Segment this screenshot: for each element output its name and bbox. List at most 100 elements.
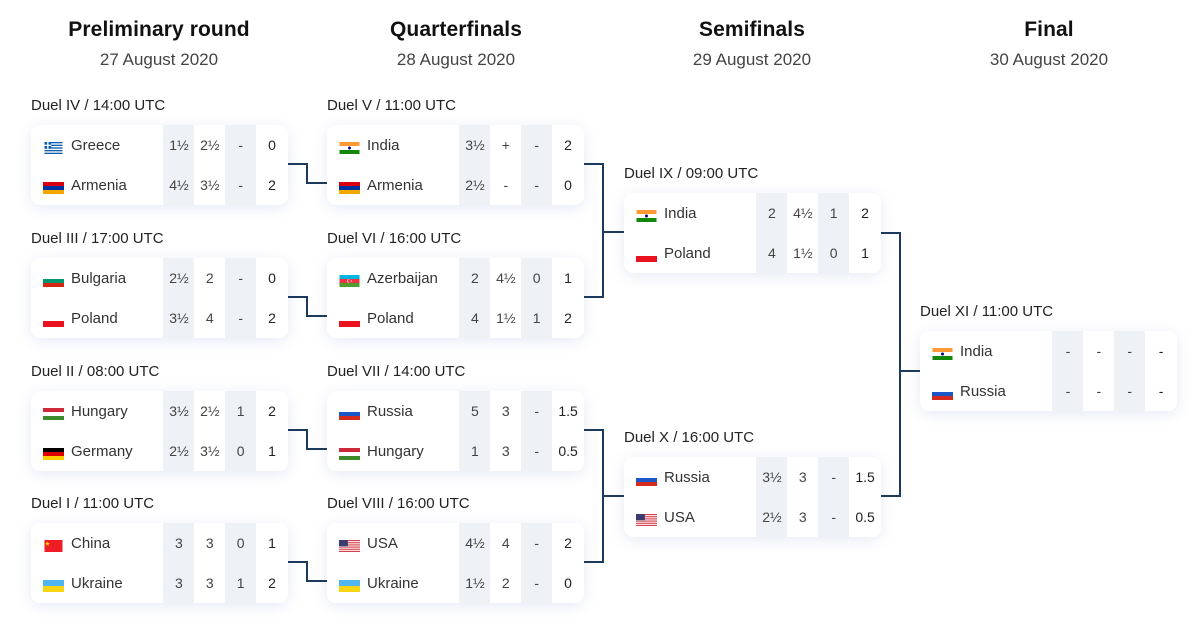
poland-flag-icon xyxy=(636,247,657,262)
score-cell: 3 xyxy=(798,469,807,485)
team-name: Azerbaijan xyxy=(367,269,438,287)
team-row[interactable]: Poland xyxy=(31,298,163,338)
team-row[interactable]: Germany xyxy=(31,431,163,471)
team-name: Armenia xyxy=(367,176,423,194)
score-cell: 2½ xyxy=(200,403,220,419)
score-cell: 4 xyxy=(501,535,510,551)
usa-flag-icon xyxy=(636,511,657,526)
game-score-column: -- xyxy=(1083,331,1115,411)
round-date: 30 August 2020 xyxy=(989,50,1109,69)
duel-label: Duel IX / 09:00 UTC xyxy=(624,165,759,182)
team-row[interactable]: Ukraine xyxy=(31,563,163,603)
score-cell: 0 xyxy=(268,270,276,286)
team-row[interactable]: USA xyxy=(327,523,459,563)
team-row[interactable]: India xyxy=(327,125,459,165)
round-date: 27 August 2020 xyxy=(99,50,219,69)
score-cell: - xyxy=(534,403,539,419)
ukraine-flag-icon xyxy=(339,577,360,592)
score-cell: 2 xyxy=(268,403,276,419)
team-row[interactable]: Azerbaijan xyxy=(327,258,459,298)
team-row[interactable]: Poland xyxy=(327,298,459,338)
score-cell: - xyxy=(503,177,509,193)
score-cell: 2 xyxy=(268,310,276,326)
score-cell: 2 xyxy=(564,310,572,326)
team-row[interactable]: India xyxy=(920,331,1052,371)
game-score-column: -- xyxy=(521,391,553,471)
team-row[interactable]: Hungary xyxy=(327,431,459,471)
team-row[interactable]: India xyxy=(624,193,756,233)
team-row[interactable]: Hungary xyxy=(31,391,163,431)
armenia-flag-icon xyxy=(43,179,64,194)
score-cell: 0 xyxy=(236,443,245,459)
score-cell: 1 xyxy=(829,205,838,221)
score-cell: 3 xyxy=(205,535,214,551)
team-row[interactable]: Russia xyxy=(327,391,459,431)
team-row[interactable]: Greece xyxy=(31,125,163,165)
team-row[interactable]: Armenia xyxy=(327,165,459,205)
bulgaria-flag-icon xyxy=(43,272,64,287)
team-row[interactable]: Poland xyxy=(624,233,756,273)
score-cell: 2 xyxy=(268,575,276,591)
score-cell: - xyxy=(238,177,243,193)
score-cell: 1½ xyxy=(496,310,516,326)
team-name: Armenia xyxy=(71,176,127,194)
team-row[interactable]: Ukraine xyxy=(327,563,459,603)
team-row[interactable]: Russia xyxy=(920,371,1052,411)
duel-label: Duel XI / 11:00 UTC xyxy=(920,303,1054,320)
score-cell: 2 xyxy=(768,205,776,221)
team-row[interactable]: Bulgaria xyxy=(31,258,163,298)
score-cell: 2 xyxy=(471,270,479,286)
score-cell: - xyxy=(238,137,243,153)
score-cell: - xyxy=(1158,343,1164,359)
score-cell: 4½ xyxy=(793,205,813,221)
team-row[interactable]: Armenia xyxy=(31,165,163,205)
score-cell: 1 xyxy=(236,403,245,419)
score-cell: 0.5 xyxy=(558,443,578,459)
score-cell: 1 xyxy=(471,443,479,459)
score-cell: 0 xyxy=(268,137,276,153)
score-cell: 3½ xyxy=(762,469,782,485)
team-row[interactable]: USA xyxy=(624,497,756,537)
azerbaijan-flag-icon xyxy=(339,272,360,287)
team-row[interactable]: China xyxy=(31,523,163,563)
team-name: Poland xyxy=(367,309,414,327)
score-cell: 1½ xyxy=(169,137,189,153)
team-row[interactable]: Russia xyxy=(624,457,756,497)
team-name: India xyxy=(367,136,400,154)
game-score-column: -- xyxy=(521,125,553,205)
